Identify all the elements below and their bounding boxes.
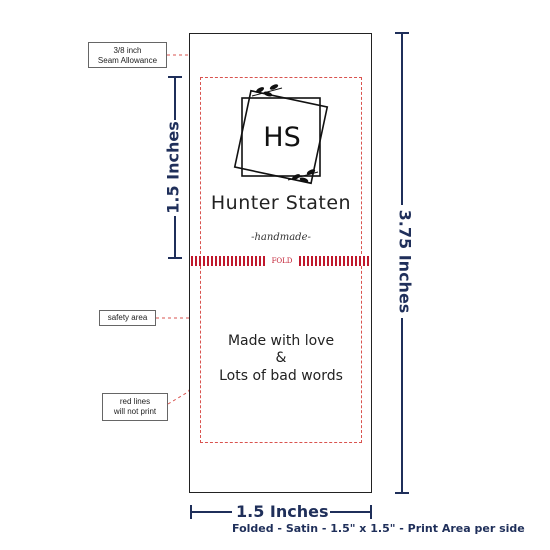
footer-spec: Folded - Satin - 1.5" x 1.5" - Print Are… — [232, 522, 525, 535]
brand-name: Hunter Staten — [210, 192, 352, 214]
red-lines-label-2: will not print — [113, 407, 157, 416]
seam-fraction: 3/8 — [113, 46, 125, 55]
seam-inch: inch — [126, 46, 142, 55]
message-line-3: Lots of bad words — [219, 368, 343, 384]
red-lines-callout: red lines will not print — [102, 393, 168, 421]
seam-allowance-callout: 3/8 inch Seam Allowance — [88, 42, 167, 68]
logo-frame-square — [241, 97, 321, 177]
message-line-2: & — [275, 350, 287, 366]
monogram-logo: HS — [233, 84, 329, 185]
safety-label: safety area — [107, 313, 148, 322]
monogram-bg — [254, 116, 308, 156]
leaf-sprig-top — [251, 84, 283, 97]
safety-area-callout: safety area — [99, 310, 156, 326]
logo-frame — [233, 89, 329, 185]
seam-label: Seam Allowance — [97, 56, 158, 65]
fold-height-dimension: 1.5 Inches — [163, 121, 183, 214]
fold-label: FOLD — [265, 256, 299, 266]
message-line-1: Made with love — [227, 333, 335, 349]
leaf-sprig-bottom — [287, 169, 319, 183]
logo-frame-tilted — [233, 89, 329, 185]
total-height-dimension: 3.75 Inches — [395, 209, 415, 314]
red-lines-label-1: red lines — [119, 397, 151, 406]
tagline: -handmade- — [251, 232, 311, 243]
monogram-text: HS — [263, 122, 300, 153]
width-dimension: 1.5 Inches — [236, 502, 329, 521]
